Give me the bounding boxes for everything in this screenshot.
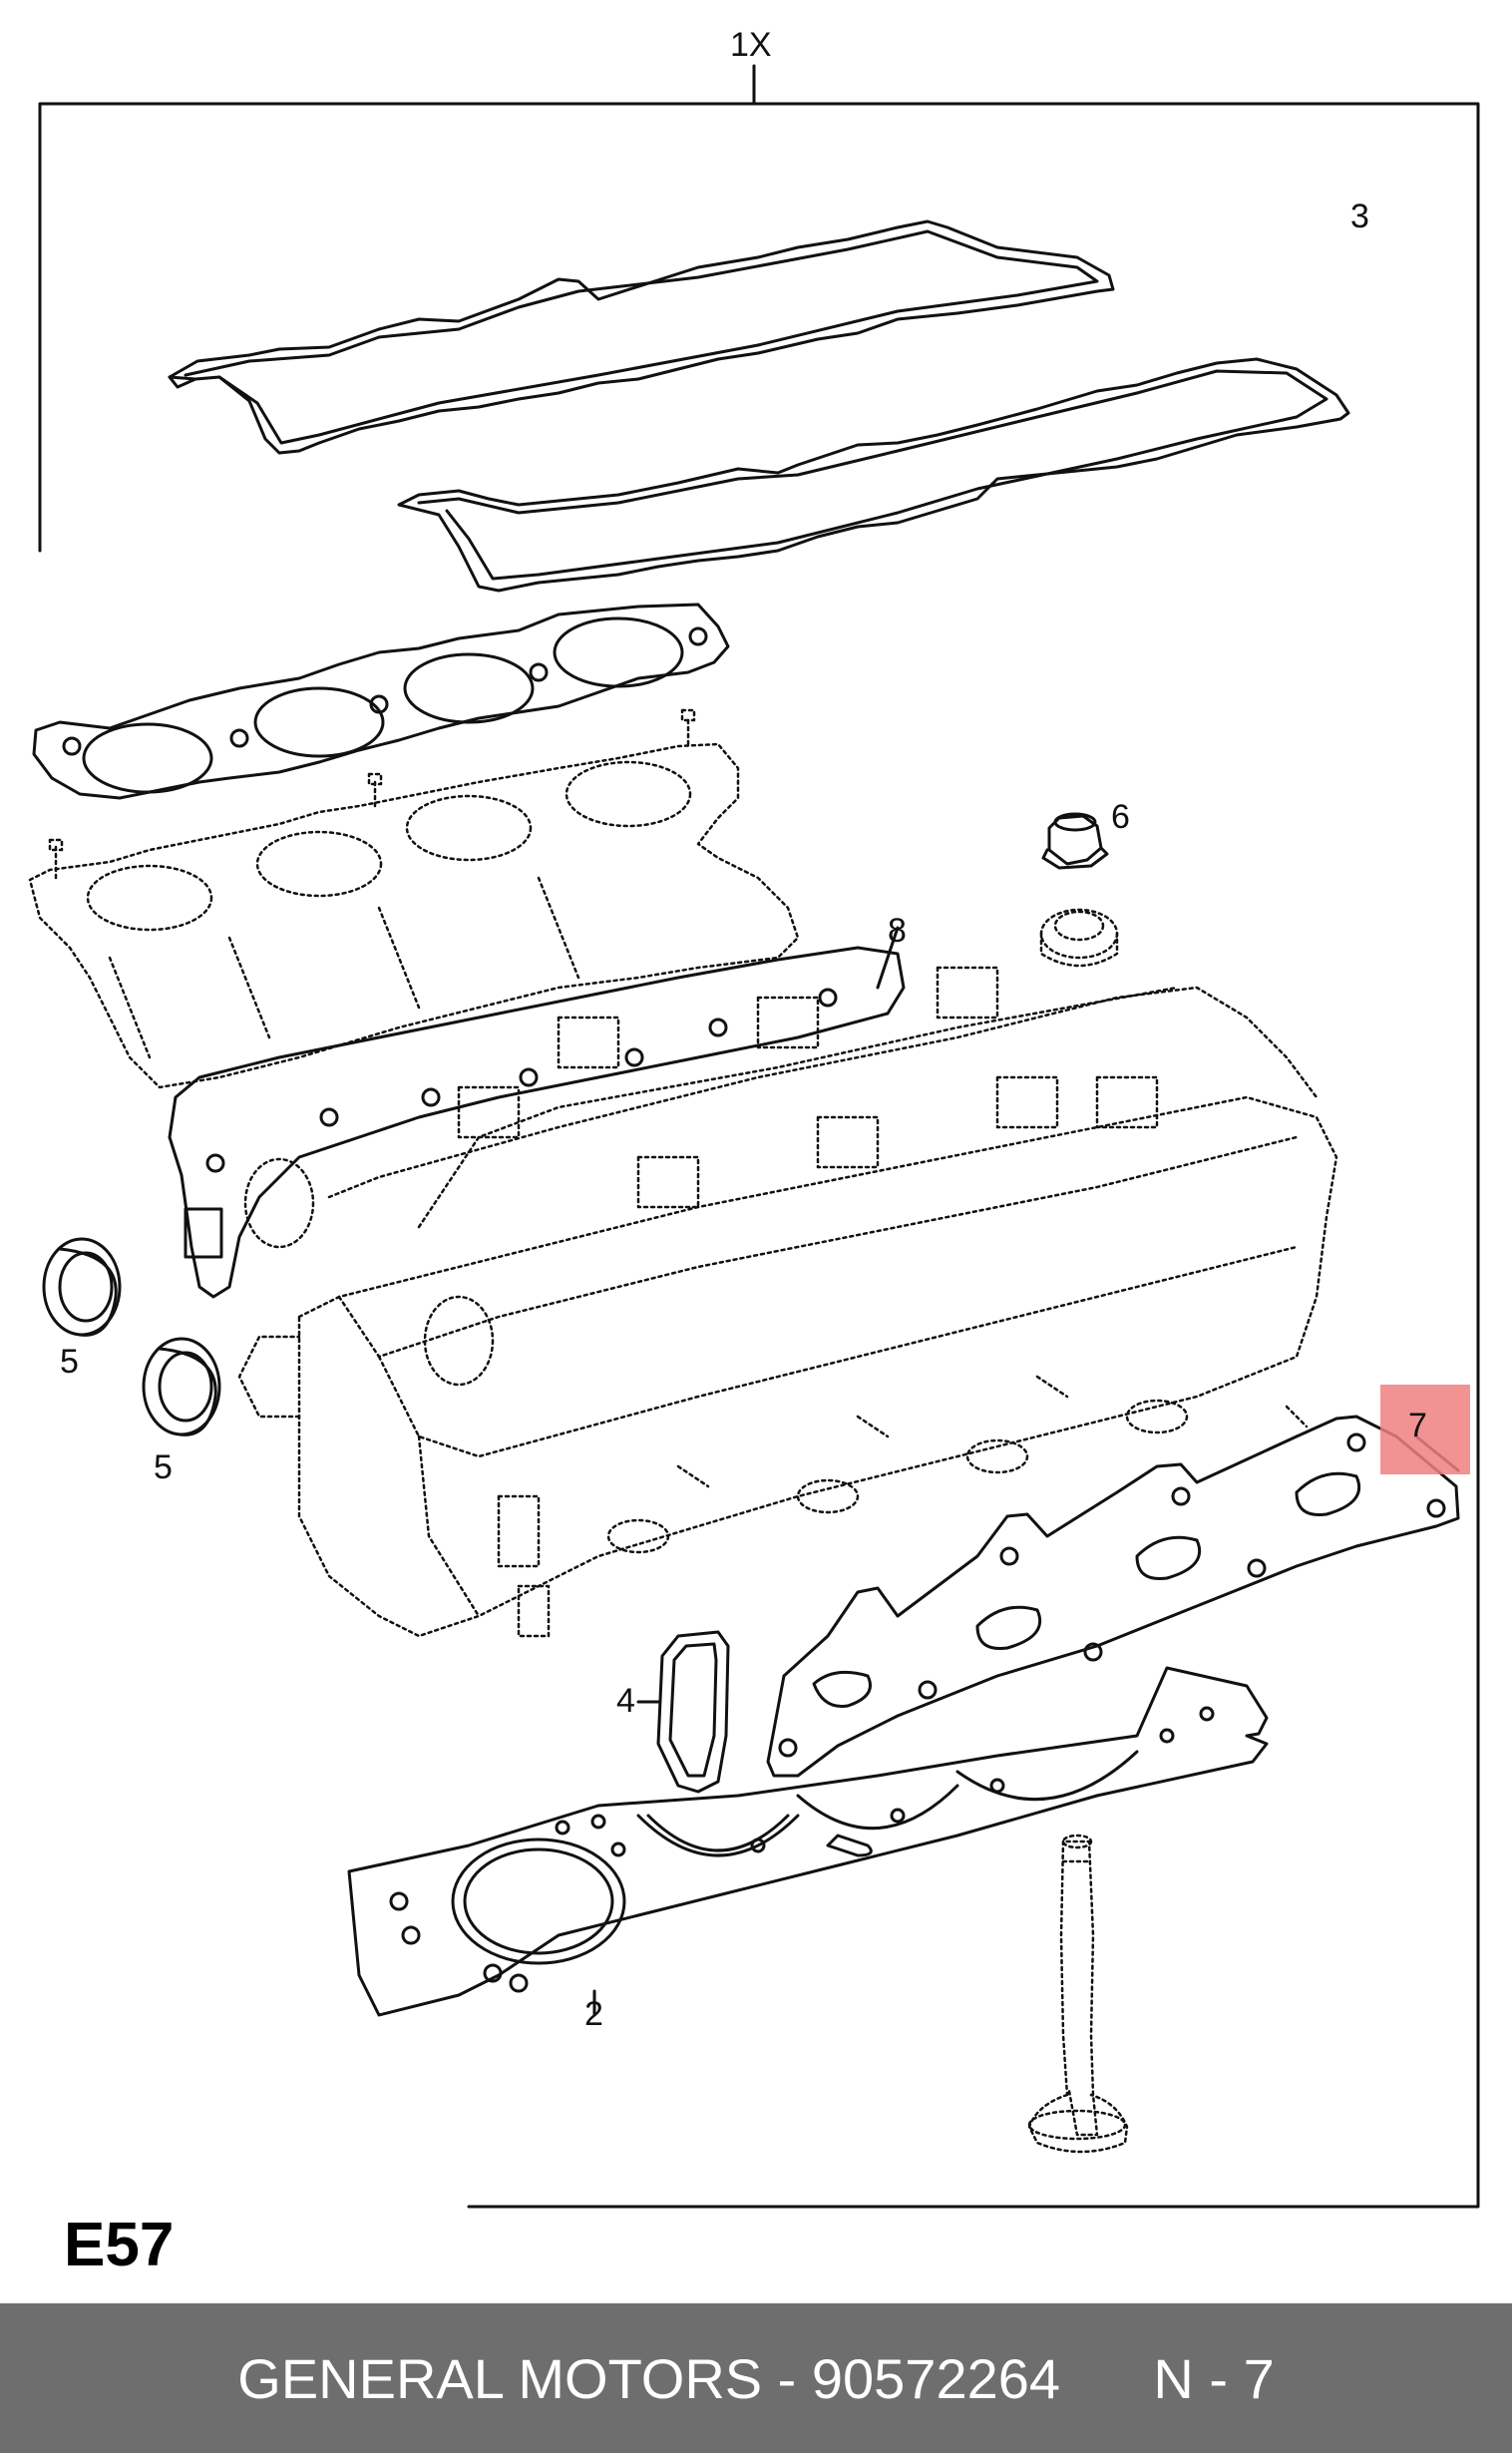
footer-page-label: N - 7 xyxy=(1153,2346,1275,2410)
footer-brand-part-number: GENERAL MOTORS - 90572264 xyxy=(237,2346,1061,2410)
callout-2: 2 xyxy=(584,1995,603,2033)
callout-6: 6 xyxy=(1111,798,1130,836)
callout-8: 8 xyxy=(888,912,907,950)
callout-5a: 5 xyxy=(60,1343,79,1381)
kit-bracket xyxy=(38,64,1480,2209)
diagram-code: E57 xyxy=(64,2211,175,2279)
valve-cover-gasket-lower xyxy=(397,357,1350,593)
highlight-callout-7 xyxy=(1380,1385,1470,1474)
valve-stem-seal xyxy=(1041,812,1109,870)
intake-gasket-8 xyxy=(168,926,906,1299)
head-gasket-2 xyxy=(347,1666,1269,2017)
callout-4: 4 xyxy=(616,1682,635,1720)
callout-5b: 5 xyxy=(154,1448,173,1486)
valve-stem-seal-base xyxy=(1039,908,1119,968)
intake-manifold xyxy=(28,708,800,1089)
seal-ring-5a xyxy=(42,1237,122,1337)
footer-bar: GENERAL MOTORS - 90572264 N - 7 xyxy=(0,2303,1512,2453)
valve-cover-gasket-upper xyxy=(168,219,1115,455)
footer-spacer xyxy=(1060,2346,1153,2411)
valve xyxy=(1027,1834,1129,2154)
kit-quantity-label: 1X xyxy=(730,26,772,64)
callout-3: 3 xyxy=(1350,198,1369,235)
exhaust-manifold-gasket xyxy=(766,1415,1460,1778)
seal-ring-5b xyxy=(142,1337,221,1436)
water-outlet-gasket-4 xyxy=(636,1630,730,1794)
callout-7: 7 xyxy=(1408,1407,1427,1444)
intake-manifold-gasket xyxy=(32,603,730,800)
cylinder-head xyxy=(237,966,1338,1638)
